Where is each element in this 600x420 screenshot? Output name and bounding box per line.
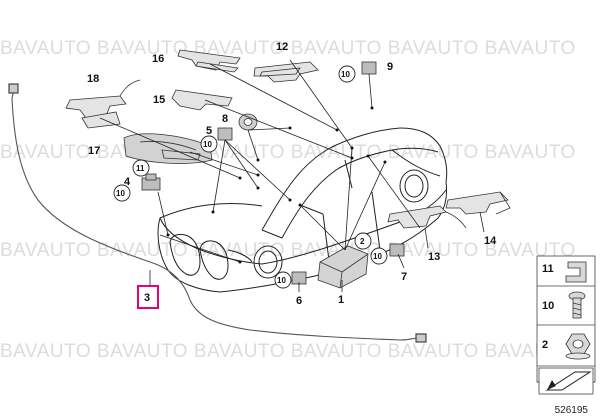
label-6: 6 xyxy=(296,295,302,307)
direction-arrow-icon xyxy=(538,367,594,395)
watermark: BAVAUTO BAVAUTO BAVAUTO BAVAUTO BAVAUTO … xyxy=(0,38,576,59)
part-1-control-unit xyxy=(317,245,369,289)
legend-label-2: 2 xyxy=(542,339,548,351)
callout-11: 11 xyxy=(136,164,145,173)
callout-10: 10 xyxy=(203,140,212,149)
part-13-harness xyxy=(387,205,467,229)
figure-number: 526195 xyxy=(554,405,588,416)
callout-10: 10 xyxy=(341,70,350,79)
part-17-module xyxy=(123,133,213,164)
label-18: 18 xyxy=(87,73,99,85)
label-14: 14 xyxy=(484,235,497,247)
part-14-harness xyxy=(445,191,511,215)
screw-icon xyxy=(568,291,586,319)
part-7-bracket xyxy=(389,243,405,257)
leader-dots xyxy=(166,106,387,264)
nut-icon xyxy=(565,333,591,360)
callout-10: 10 xyxy=(277,276,286,285)
part-8-ring xyxy=(238,113,258,131)
label-1: 1 xyxy=(338,294,344,306)
label-12: 12 xyxy=(276,41,288,53)
label-4: 4 xyxy=(124,176,131,188)
part-5-bracket xyxy=(217,127,233,141)
part-16-harness xyxy=(177,49,241,73)
label-3-highlight-box xyxy=(137,285,159,309)
label-13: 13 xyxy=(428,251,440,263)
clip-icon xyxy=(565,261,587,283)
callout-2: 2 xyxy=(360,237,365,246)
antenna-cable xyxy=(8,83,427,343)
part-12-harness xyxy=(253,61,319,83)
callout-circles: 10 10 11 10 10 2 10 xyxy=(113,65,388,289)
part-18-harness xyxy=(65,79,141,129)
side-legend: 11 10 2 xyxy=(536,255,596,395)
label-7: 7 xyxy=(401,271,407,283)
label-17: 17 xyxy=(88,145,100,157)
part-labels: 1 18 4 5 6 7 8 9 12 13 14 15 16 17 xyxy=(87,41,497,307)
legend-label-10: 10 xyxy=(542,300,554,312)
leader-lines xyxy=(99,59,485,292)
label-15: 15 xyxy=(153,94,165,106)
label-9: 9 xyxy=(387,61,393,73)
legend-label-11: 11 xyxy=(542,263,554,275)
label-5: 5 xyxy=(206,125,212,137)
label-3: 3 xyxy=(144,292,150,304)
label-8: 8 xyxy=(222,113,228,125)
part-9-bracket xyxy=(361,61,377,75)
callout-10: 10 xyxy=(116,189,125,198)
label-16: 16 xyxy=(152,53,164,65)
callout-10: 10 xyxy=(373,252,382,261)
part-4-bracket xyxy=(141,173,161,191)
